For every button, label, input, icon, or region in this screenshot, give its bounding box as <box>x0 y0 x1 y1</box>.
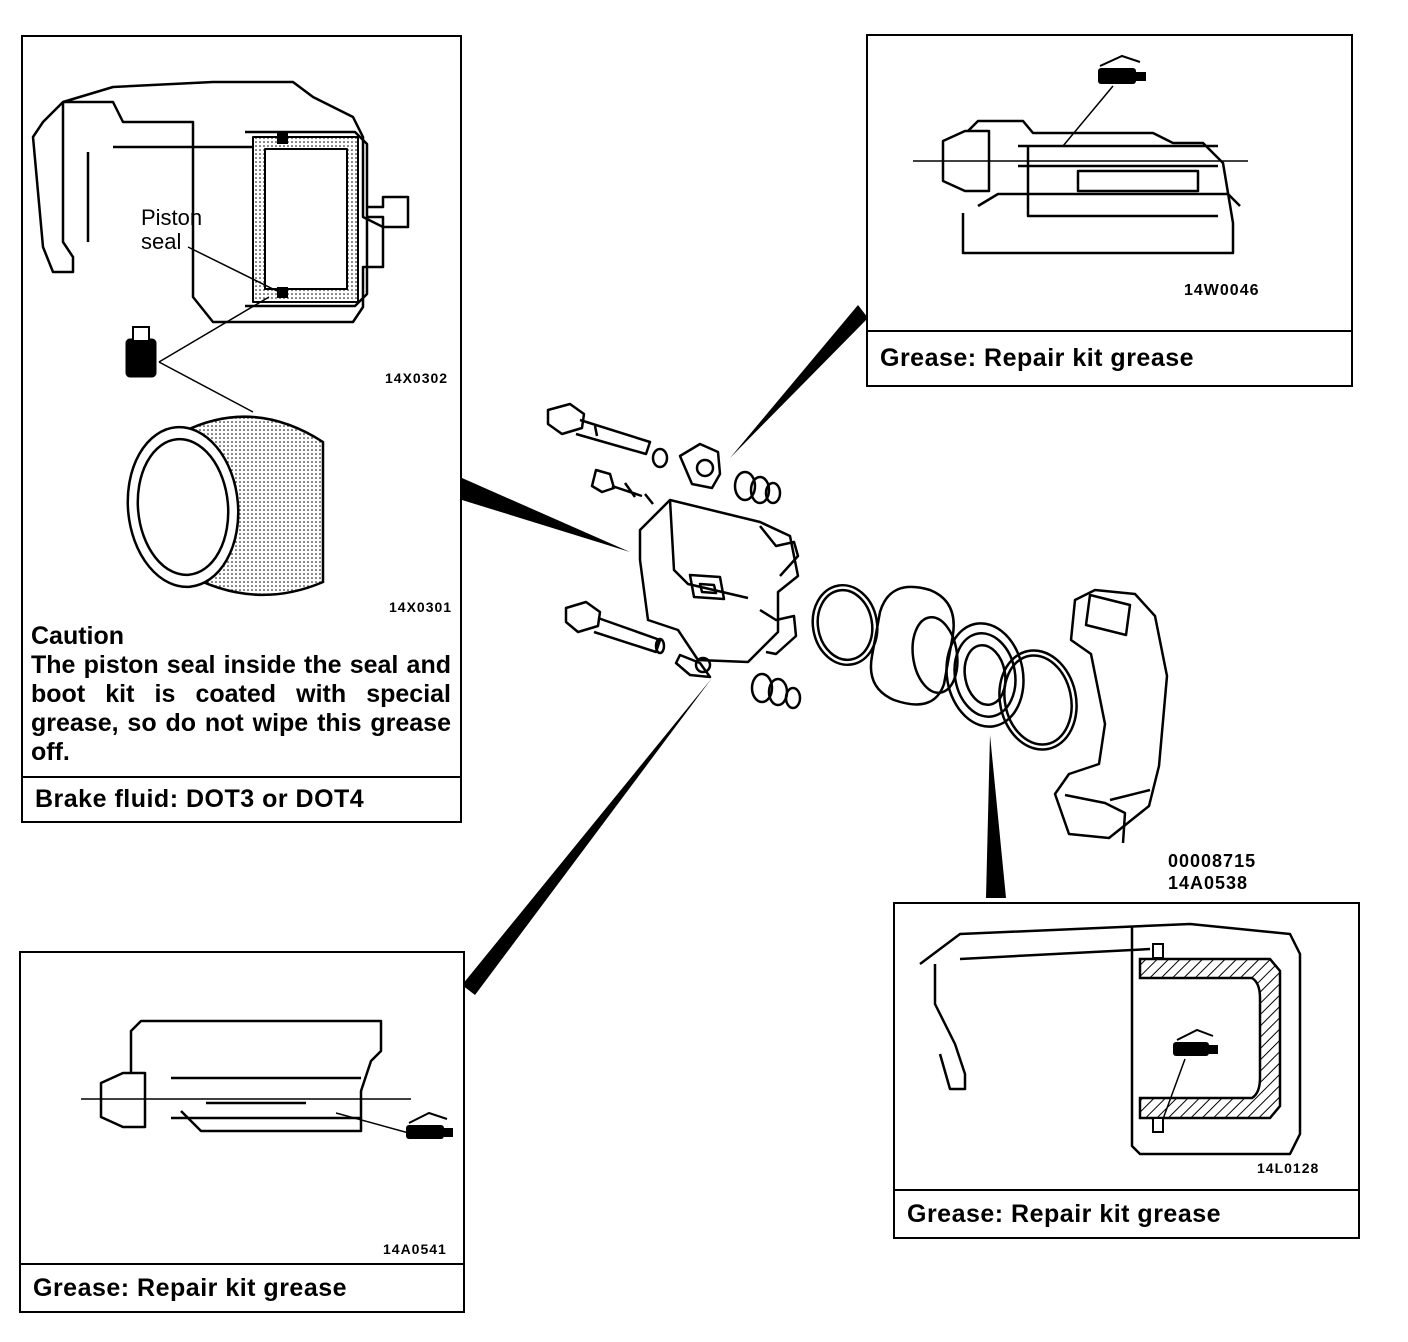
upper-pin-section-illustration <box>913 54 1248 255</box>
grease-tube-icon <box>406 1111 453 1139</box>
bleeder-screw <box>590 468 654 505</box>
caution-note: Caution The piston seal inside the seal … <box>31 622 451 767</box>
caliper-cross-section-illustration <box>31 80 410 597</box>
grease-note-upper-pin: Grease: Repair kit grease <box>868 330 1351 385</box>
grease-note-piston: Grease: Repair kit grease <box>895 1189 1358 1237</box>
figure-code-14x0301: 14X0301 <box>389 599 453 615</box>
grease-tube-icon <box>1162 1028 1218 1120</box>
boot-ring <box>998 649 1078 751</box>
piston-seal-ring <box>811 583 879 667</box>
figure-code-14x0302: 14X0302 <box>385 370 449 386</box>
leader-wedge-top-right <box>730 305 868 458</box>
piston-bore-section-illustration <box>919 922 1302 1156</box>
panel-upper-pin-grease: 14W0046 Grease: Repair kit grease <box>866 34 1353 387</box>
pin-boot-lower <box>750 672 802 710</box>
panel-piston-seal: Piston seal 14X0302 14X0301 Caution The … <box>21 35 462 823</box>
leader-wedge-top-left <box>462 478 630 552</box>
figure-code-14w0046: 14W0046 <box>1184 282 1260 299</box>
caution-title: Caution <box>31 622 125 650</box>
bushing-small-1 <box>651 447 669 469</box>
grease-note-lower-pin: Grease: Repair kit grease <box>21 1263 463 1311</box>
guide-pin-upper <box>546 402 652 456</box>
panel-lower-pin-grease: 14A0541 Grease: Repair kit grease <box>19 951 465 1313</box>
piston-illustration <box>126 415 325 597</box>
lower-pin-section-illustration <box>81 1019 453 1139</box>
main-figure-code-line1: 00008715 <box>1168 851 1257 871</box>
caliper-support <box>1053 588 1169 844</box>
piston-hatched <box>1138 957 1282 1120</box>
piston-seal-label: Piston seal <box>141 206 202 254</box>
pin-boot-upper <box>733 470 782 505</box>
caliper-assembly <box>546 402 1169 844</box>
piston-section <box>245 130 369 308</box>
leader-wedge-bottom-left <box>462 678 712 995</box>
brake-fluid-note: Brake fluid: DOT3 or DOT4 <box>23 776 460 821</box>
guide-pin-lower <box>564 600 666 655</box>
figure-code-14a0541: 14A0541 <box>383 1241 447 1257</box>
leader-wedges <box>462 305 1006 995</box>
main-figure-code: 00008715 14A0538 <box>1168 850 1256 894</box>
caliper-body <box>638 442 800 679</box>
piston-seal-label-line2: seal <box>141 229 182 254</box>
grease-tube-icon <box>125 296 270 413</box>
seal-square-lower <box>277 287 288 298</box>
main-figure-code-line2: 14A0538 <box>1168 873 1249 893</box>
grease-tube-icon <box>1062 54 1146 147</box>
panel-piston-grease: 14L0128 Grease: Repair kit grease <box>893 902 1360 1239</box>
piston-seal-label-line1: Piston <box>141 205 203 230</box>
caution-text: The piston seal inside the seal and boot… <box>31 651 451 766</box>
seal-square-upper <box>277 133 288 144</box>
figure-code-14l0128: 14L0128 <box>1257 1160 1320 1176</box>
leader-wedge-bottom-right <box>986 735 1006 898</box>
